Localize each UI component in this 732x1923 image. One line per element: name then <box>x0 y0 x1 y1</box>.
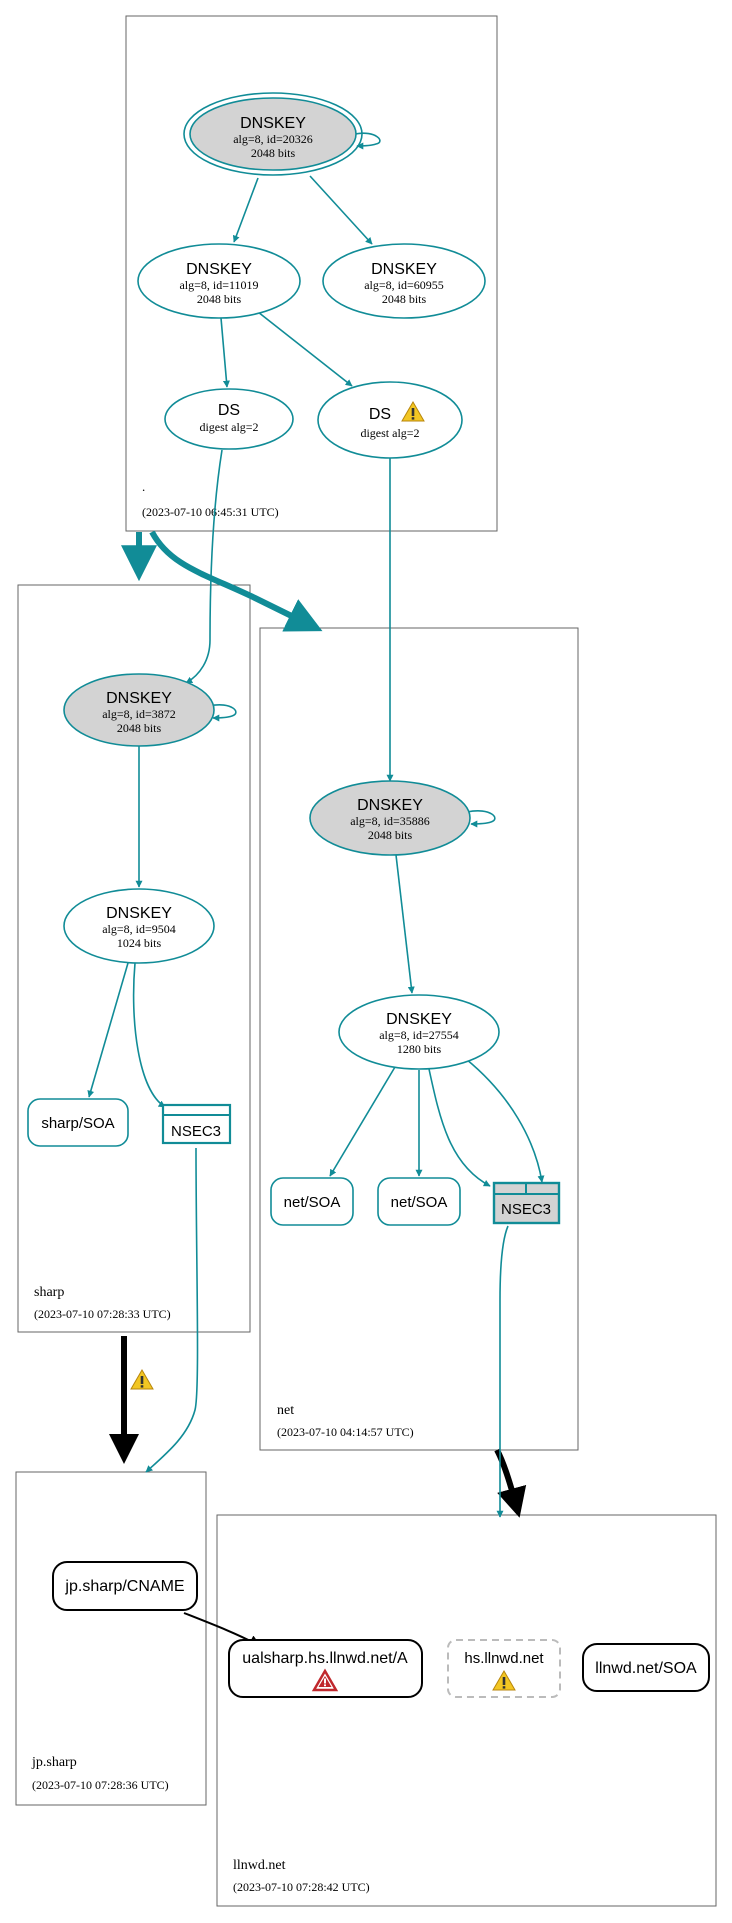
node-detail: 2048 bits <box>197 292 242 306</box>
warning-icon <box>130 1369 154 1390</box>
edge-net-ksk-to-zsk <box>395 854 415 994</box>
delegation-net-to-llnwd <box>494 1448 527 1518</box>
node-detail: alg=8, id=60955 <box>364 278 444 292</box>
node-title: DNSKEY <box>186 261 252 278</box>
node-title: DNSKEY <box>371 261 437 278</box>
node-detail: alg=8, id=35886 <box>350 814 430 828</box>
node-label: ualsharp.hs.llnwd.net/A <box>242 1650 408 1667</box>
node-detail: 2048 bits <box>382 292 427 306</box>
node-title: DNSKEY <box>357 797 423 814</box>
edge-net-nsec3-to-llnwd <box>496 1225 509 1518</box>
node-ds-sharp[interactable]: DS digest alg=2 <box>164 388 294 450</box>
node-detail: digest alg=2 <box>199 420 258 434</box>
self-loop-net-ksk <box>466 810 496 828</box>
zone-root-timestamp: (2023-07-10 06:45:31 UTC) <box>142 505 279 519</box>
node-root-zsk-60955[interactable]: DNSKEY alg=8, id=60955 2048 bits <box>322 243 486 319</box>
zone-jp-sharp-name: jp.sharp <box>31 1755 77 1770</box>
node-label: hs.llnwd.net <box>464 1650 544 1667</box>
node-net-ksk[interactable]: DNSKEY alg=8, id=35886 2048 bits <box>309 780 471 856</box>
zone-sharp: sharp (2023-07-10 07:28:33 UTC) <box>17 584 251 1333</box>
node-detail: alg=8, id=27554 <box>379 1028 459 1042</box>
node-sharp-ksk[interactable]: DNSKEY alg=8, id=3872 2048 bits <box>63 673 215 747</box>
node-sharp-nsec3[interactable]: NSEC3 <box>161 1103 232 1145</box>
zone-net: net (2023-07-10 04:14:57 UTC) <box>259 627 579 1451</box>
node-title: DS <box>218 402 240 419</box>
zone-sharp-timestamp: (2023-07-10 07:28:33 UTC) <box>34 1307 171 1321</box>
node-title: DS <box>369 406 391 423</box>
node-label: llnwd.net/SOA <box>595 1660 697 1677</box>
node-title: DNSKEY <box>386 1011 452 1028</box>
node-jp-sharp-cname[interactable]: jp.sharp/CNAME <box>52 1561 198 1611</box>
zone-root: . (2023-07-10 06:45:31 UTC) <box>125 15 498 532</box>
zone-net-name: net <box>277 1403 294 1418</box>
edge-sharp-zsk-to-nsec3 <box>132 962 166 1108</box>
node-detail: digest alg=2 <box>360 426 419 440</box>
zone-llnwd-net: llnwd.net (2023-07-10 07:28:42 UTC) <box>216 1514 717 1907</box>
node-sharp-soa[interactable]: sharp/SOA <box>27 1098 129 1147</box>
zone-net-timestamp: (2023-07-10 04:14:57 UTC) <box>277 1425 414 1439</box>
node-detail: alg=8, id=20326 <box>233 132 313 146</box>
node-label: NSEC3 <box>501 1201 551 1218</box>
zone-root-name: . <box>142 479 145 494</box>
edge-root-ksk-to-zsk1 <box>232 177 259 243</box>
edge-root-ksk-to-zsk2 <box>309 175 373 245</box>
zone-jp-sharp: jp.sharp (2023-07-10 07:28:36 UTC) <box>15 1471 207 1806</box>
node-detail: 2048 bits <box>368 828 413 842</box>
node-label: net/SOA <box>391 1194 448 1211</box>
node-label: NSEC3 <box>171 1123 221 1140</box>
node-detail: 2048 bits <box>251 146 296 160</box>
edge-net-zsk-to-nsec3-a <box>428 1068 491 1187</box>
zone-llnwd-name: llnwd.net <box>233 1858 286 1873</box>
edge-net-zsk-to-soa1 <box>329 1066 396 1177</box>
node-ds-net[interactable]: DS digest alg=2 <box>317 381 463 459</box>
edge-sharp-nsec3-to-jp-sharp <box>145 1147 199 1473</box>
node-root-zsk-11019[interactable]: DNSKEY alg=8, id=11019 2048 bits <box>137 243 301 319</box>
edge-net-zsk-to-nsec3-b <box>465 1058 545 1183</box>
node-detail: alg=8, id=9504 <box>102 922 176 936</box>
node-detail: alg=8, id=11019 <box>179 278 258 292</box>
node-net-soa-2[interactable]: net/SOA <box>377 1177 461 1226</box>
node-ualsharp-a[interactable]: ualsharp.hs.llnwd.net/A <box>228 1639 423 1698</box>
self-loop-sharp-ksk <box>208 704 237 722</box>
node-title: DNSKEY <box>240 115 306 132</box>
node-hs-llnwd[interactable]: hs.llnwd.net <box>447 1639 561 1698</box>
node-sharp-zsk[interactable]: DNSKEY alg=8, id=9504 1024 bits <box>63 888 215 964</box>
node-title: DNSKEY <box>106 905 172 922</box>
node-net-nsec3[interactable]: NSEC3 <box>492 1181 561 1225</box>
edge-zsk1-to-ds-sharp <box>220 317 230 388</box>
node-label: net/SOA <box>284 1194 341 1211</box>
node-llnwd-soa[interactable]: llnwd.net/SOA <box>582 1643 710 1692</box>
node-title: DNSKEY <box>106 690 172 707</box>
edge-zsk1-to-ds-net <box>257 311 353 387</box>
node-net-soa-1[interactable]: net/SOA <box>270 1177 354 1226</box>
zone-sharp-name: sharp <box>34 1285 64 1300</box>
edge-ds-sharp-to-sharp-ksk <box>185 449 223 684</box>
node-label: sharp/SOA <box>41 1115 114 1132</box>
self-loop-root-ksk <box>354 132 381 150</box>
node-detail: 2048 bits <box>117 721 162 735</box>
node-net-zsk[interactable]: DNSKEY alg=8, id=27554 1280 bits <box>338 994 500 1070</box>
delegation-root-to-net <box>149 530 323 632</box>
node-detail: alg=8, id=3872 <box>102 707 176 721</box>
node-detail: 1280 bits <box>397 1042 442 1056</box>
node-root-ksk[interactable]: DNSKEY alg=8, id=20326 2048 bits <box>183 92 363 176</box>
zone-llnwd-timestamp: (2023-07-10 07:28:42 UTC) <box>233 1880 370 1894</box>
edge-sharp-zsk-to-soa <box>87 962 129 1098</box>
node-label: jp.sharp/CNAME <box>64 1578 184 1595</box>
node-detail: 1024 bits <box>117 936 162 950</box>
zone-jp-sharp-timestamp: (2023-07-10 07:28:36 UTC) <box>32 1778 169 1792</box>
